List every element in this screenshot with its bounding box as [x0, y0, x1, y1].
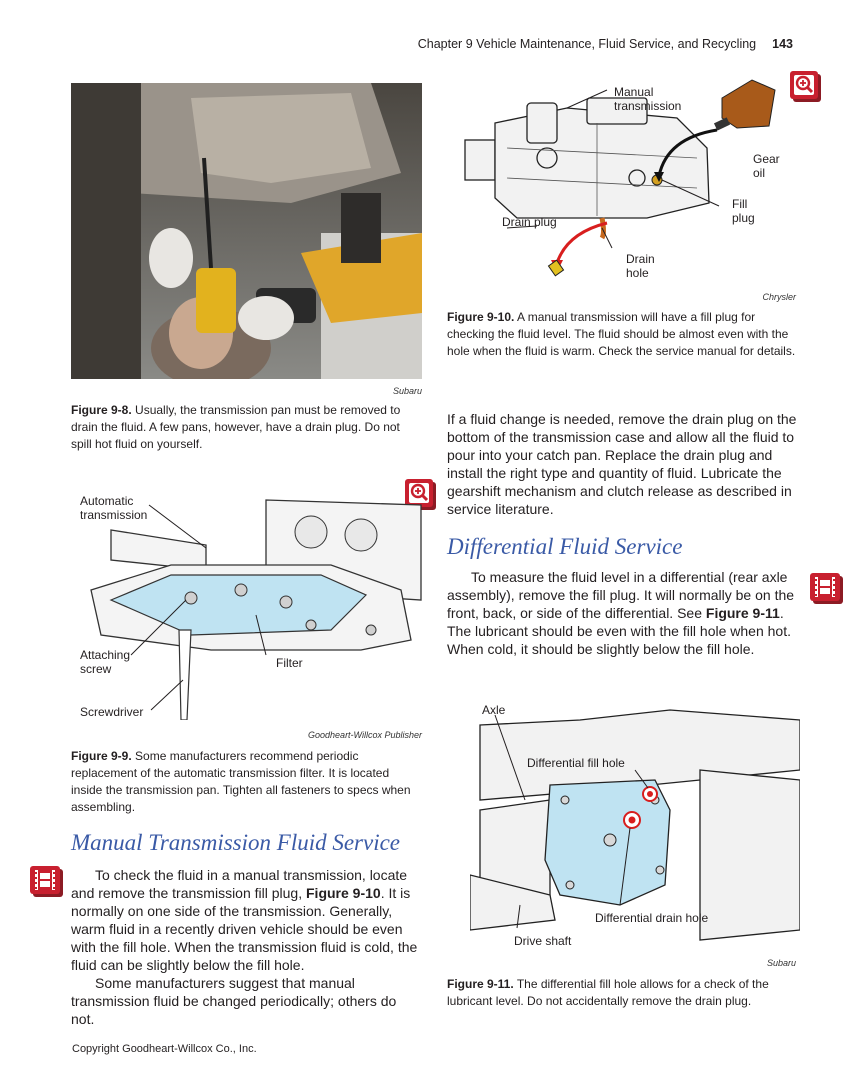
figure-9-8-credit: Subaru [392, 386, 422, 396]
callout-drive-shaft: Drive shaft [514, 934, 572, 948]
differential-body: To measure the fluid level in a differen… [447, 568, 797, 658]
figure-9-9-text: Some manufacturers recommend periodic re… [71, 749, 411, 814]
zoom-icon-graphic [790, 71, 821, 102]
differential-diagram [469, 709, 801, 941]
callout-fill-plug: Fill plug [732, 197, 755, 225]
copyright-footer: Copyright Goodheart-Willcox Co., Inc. [72, 1043, 257, 1055]
zoom-icon[interactable] [789, 70, 823, 104]
video-icon[interactable] [809, 572, 845, 606]
zoom-icon-graphic [405, 479, 436, 510]
page-number: 143 [772, 37, 793, 51]
figure-9-8-caption: Figure 9-8. Usually, the transmission pa… [71, 402, 423, 453]
figure-9-9-diagram [71, 490, 422, 721]
running-header: Chapter 9 Vehicle Maintenance, Fluid Ser… [418, 37, 793, 51]
video-icon-graphic [30, 866, 63, 897]
figure-9-8-text: Usually, the transmission pan must be re… [71, 403, 401, 451]
figure-9-11-text: The differential fill hole allows for a … [447, 977, 769, 1008]
figure-9-10-text: A manual transmission will have a fill p… [447, 310, 796, 358]
figure-9-10-label: Figure 9-10. [447, 310, 515, 324]
callout-manual-transmission: Manual transmission [614, 85, 682, 113]
figure-9-11-diagram [469, 700, 801, 950]
callout-differential-fill-hole: Differential fill hole [527, 756, 625, 770]
callout-differential-drain-hole: Differential drain hole [595, 911, 709, 925]
filter-diagram [90, 499, 422, 721]
manual-transmission-body: To check the fluid in a manual transmiss… [71, 866, 423, 1028]
callout-drain-hole: Drain hole [626, 252, 655, 280]
figure-9-8-label: Figure 9-8. [71, 403, 132, 417]
figure-9-9-label: Figure 9-9. [71, 749, 132, 763]
zoom-icon[interactable] [404, 478, 438, 512]
figure-9-11-caption: Figure 9-11. The differential fill hole … [447, 976, 797, 1010]
figure-9-11-label: Figure 9-11. [447, 977, 514, 991]
callout-axle: Axle [482, 703, 506, 717]
video-icon-graphic [810, 573, 843, 604]
manual-para-1: To check the fluid in a manual transmiss… [71, 867, 418, 973]
callout-automatic-transmission: Automatic transmission [80, 494, 148, 522]
figure-9-9-caption: Figure 9-9. Some manufacturers recommend… [71, 748, 423, 816]
fluid-change-paragraph: If a fluid change is needed, remove the … [447, 411, 797, 517]
figure-9-9-credit: Goodheart-Willcox Publisher [308, 730, 422, 740]
heading-differential-fluid-service: Differential Fluid Service [447, 534, 683, 559]
callout-gear-oil: Gear oil [753, 152, 780, 180]
callout-filter: Filter [276, 656, 303, 670]
figure-9-10-diagram [447, 78, 797, 288]
figure-9-10-reference[interactable]: Figure 9-10 [306, 885, 381, 901]
chapter-title: Chapter 9 Vehicle Maintenance, Fluid Ser… [417, 37, 757, 51]
manual-transmission-diagram [464, 79, 776, 277]
callout-screwdriver: Screwdriver [80, 705, 144, 719]
figure-9-10-credit: Chrysler [762, 292, 796, 302]
figure-9-10-caption: Figure 9-10. A manual transmission will … [447, 309, 797, 360]
callout-drain-plug: Drain plug [502, 215, 557, 229]
figure-9-11-credit: Subaru [766, 958, 796, 968]
video-icon[interactable] [29, 865, 65, 899]
manual-para-2: Some manufacturers suggest that manual t… [71, 975, 397, 1027]
heading-manual-transmission-fluid-service: Manual Transmission Fluid Service [71, 830, 401, 855]
figure-9-11-reference[interactable]: Figure 9-11 [705, 605, 780, 621]
figure-9-8-photo [71, 83, 422, 379]
photo-illustration [71, 83, 422, 379]
callout-attaching-screw: Attaching screw [80, 648, 131, 676]
differential-para: To measure the fluid level in a differen… [447, 569, 795, 657]
